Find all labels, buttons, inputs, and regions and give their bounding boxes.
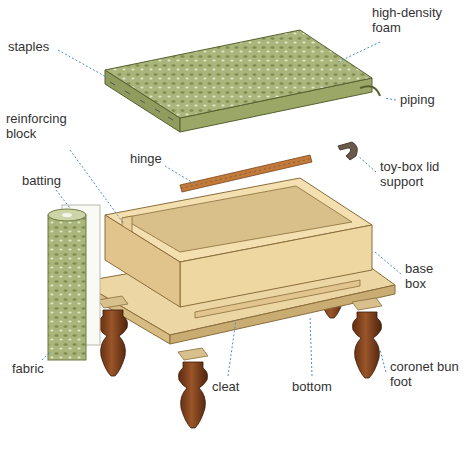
part-label: high-density foam <box>372 6 462 36</box>
bun-foot <box>98 296 128 376</box>
part-label: base box <box>405 262 445 292</box>
bun-foot <box>178 348 208 428</box>
piano-hinge <box>180 155 312 192</box>
part-label: hinge <box>130 152 162 167</box>
part-label: coronet bun foot <box>390 360 468 390</box>
part-label: piping <box>400 93 435 108</box>
fabric-roll <box>48 209 86 360</box>
base-box <box>105 178 372 307</box>
bun-foot <box>352 298 382 378</box>
part-label: batting <box>22 174 61 189</box>
leader-lines <box>42 42 401 376</box>
padded-lid <box>105 30 380 132</box>
part-label: reinforcing block <box>6 112 81 142</box>
part-label: fabric <box>12 362 44 377</box>
part-label: toy-box lid support <box>380 160 460 190</box>
lid-support <box>338 142 357 160</box>
part-label: staples <box>8 40 49 55</box>
part-label: bottom <box>292 380 332 395</box>
part-label: cleat <box>212 380 239 395</box>
